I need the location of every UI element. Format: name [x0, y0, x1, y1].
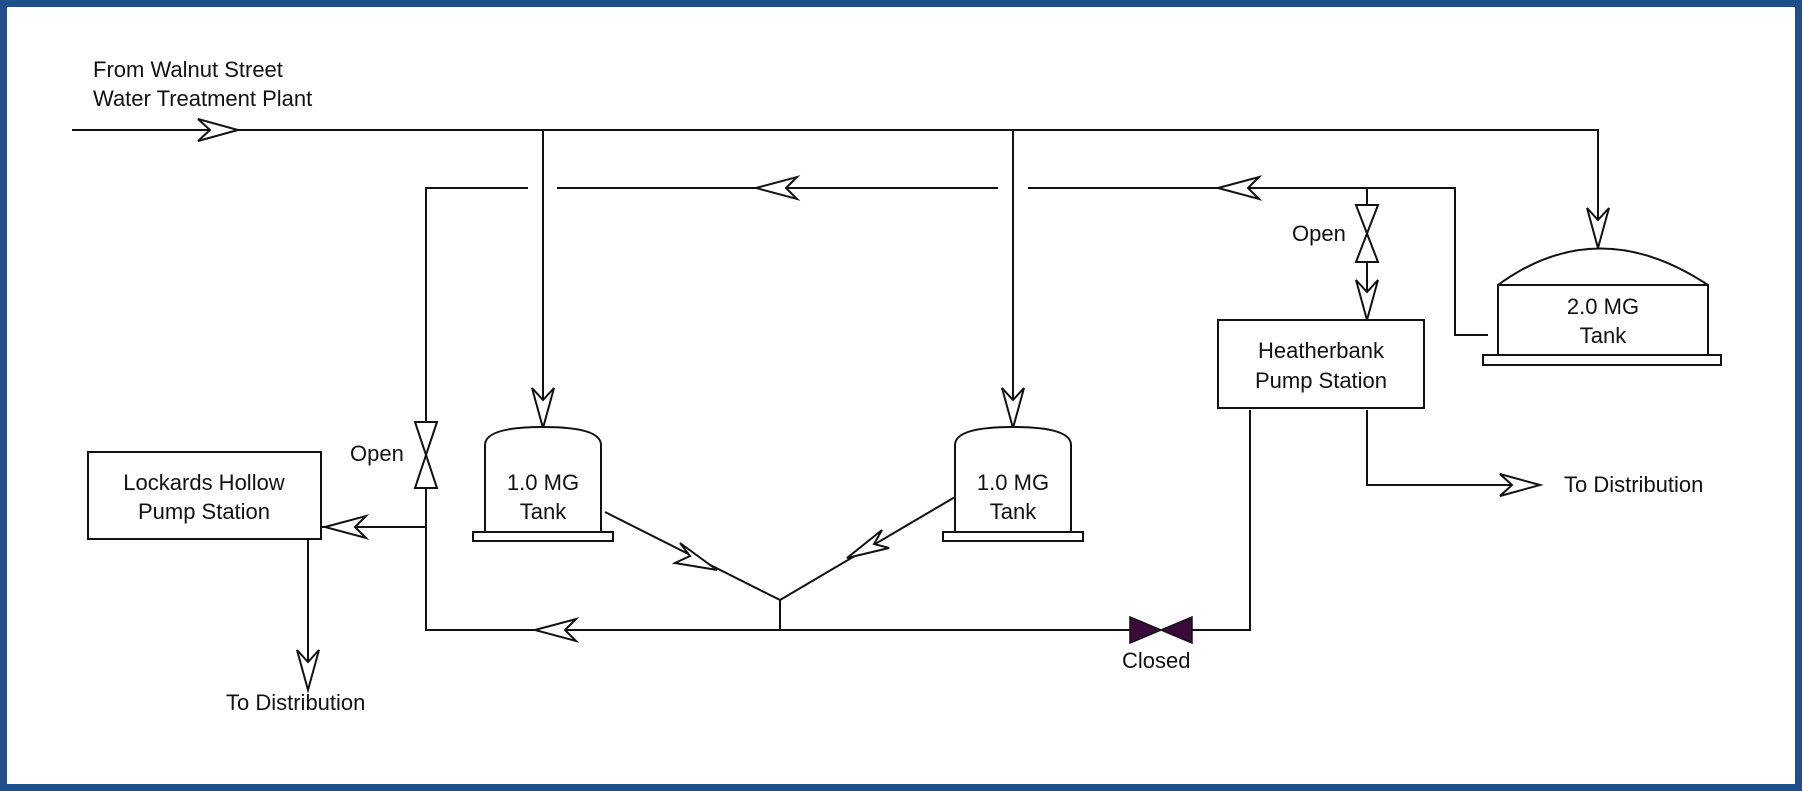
tank-base	[942, 531, 1084, 542]
arrow-down-icon	[1586, 207, 1610, 252]
arrow-down-icon	[1001, 387, 1025, 432]
arrow-left-icon	[752, 175, 801, 201]
lockards-feed-pipe	[425, 488, 1130, 631]
valve-right-status: Open	[1292, 221, 1346, 246]
arrow-down-icon	[531, 387, 555, 432]
tank-large: 2.0 MG Tank	[1482, 247, 1722, 366]
tank-body	[1497, 247, 1709, 356]
tank-large-label: Tank	[1580, 323, 1627, 348]
tank-left-label: Tank	[520, 499, 567, 524]
valve-closed-status: Closed	[1122, 648, 1190, 673]
tank-middle: 1.0 MG Tank	[942, 425, 1084, 542]
lockards-name: Lockards Hollow	[123, 470, 285, 495]
open-valve-icon	[1354, 204, 1380, 263]
heatherbank-name: Heatherbank	[1258, 338, 1385, 363]
tank-large-capacity: 2.0 MG	[1567, 294, 1639, 319]
tank-middle-capacity: 1.0 MG	[977, 470, 1049, 495]
heatherbank-distribution-label: To Distribution	[1564, 472, 1703, 497]
arrow-left-icon	[1214, 175, 1263, 201]
arrow-down-left-icon	[846, 529, 890, 559]
tank-left-capacity: 1.0 MG	[507, 470, 579, 495]
lockards-type: Pump Station	[138, 499, 270, 524]
tank-body	[954, 425, 1072, 533]
pump-station-box	[1217, 319, 1425, 409]
valves	[413, 204, 1380, 645]
return-line-right-segment	[1028, 187, 1488, 336]
main-supply-pipe	[72, 129, 1599, 240]
return-line-left-segment	[425, 187, 528, 422]
arrow-right-icon	[1499, 473, 1544, 497]
tank-base	[472, 531, 614, 542]
heatherbank-distribution-pipe	[1366, 410, 1540, 486]
tank-left: 1.0 MG Tank	[472, 425, 614, 542]
arrow-down-right-icon	[671, 542, 718, 571]
source-label-line2: Water Treatment Plant	[93, 86, 312, 111]
arrow-left-icon	[321, 514, 370, 540]
arrow-left-icon	[531, 617, 580, 643]
heatherbank-type: Pump Station	[1255, 368, 1387, 393]
source-label-line1: From Walnut Street	[93, 57, 283, 82]
arrow-down-icon	[296, 649, 320, 694]
tank-body	[484, 425, 602, 533]
flow-arrows	[197, 118, 1610, 694]
arrow-right-icon	[197, 118, 242, 142]
tank-base	[1482, 354, 1722, 366]
arrow-down-icon	[1355, 279, 1379, 324]
open-valve-icon	[413, 421, 439, 489]
heatherbank-pump-station: Heatherbank Pump Station	[1217, 319, 1425, 409]
heatherbank-bypass-pipe	[1192, 410, 1251, 631]
pump-station-box	[87, 451, 322, 540]
valve-left-status: Open	[350, 441, 404, 466]
lockards-distribution-label: To Distribution	[226, 690, 365, 715]
tank-middle-label: Tank	[990, 499, 1037, 524]
lockards-hollow-pump-station: Lockards Hollow Pump Station	[87, 451, 322, 540]
closed-valve-icon	[1129, 615, 1193, 645]
